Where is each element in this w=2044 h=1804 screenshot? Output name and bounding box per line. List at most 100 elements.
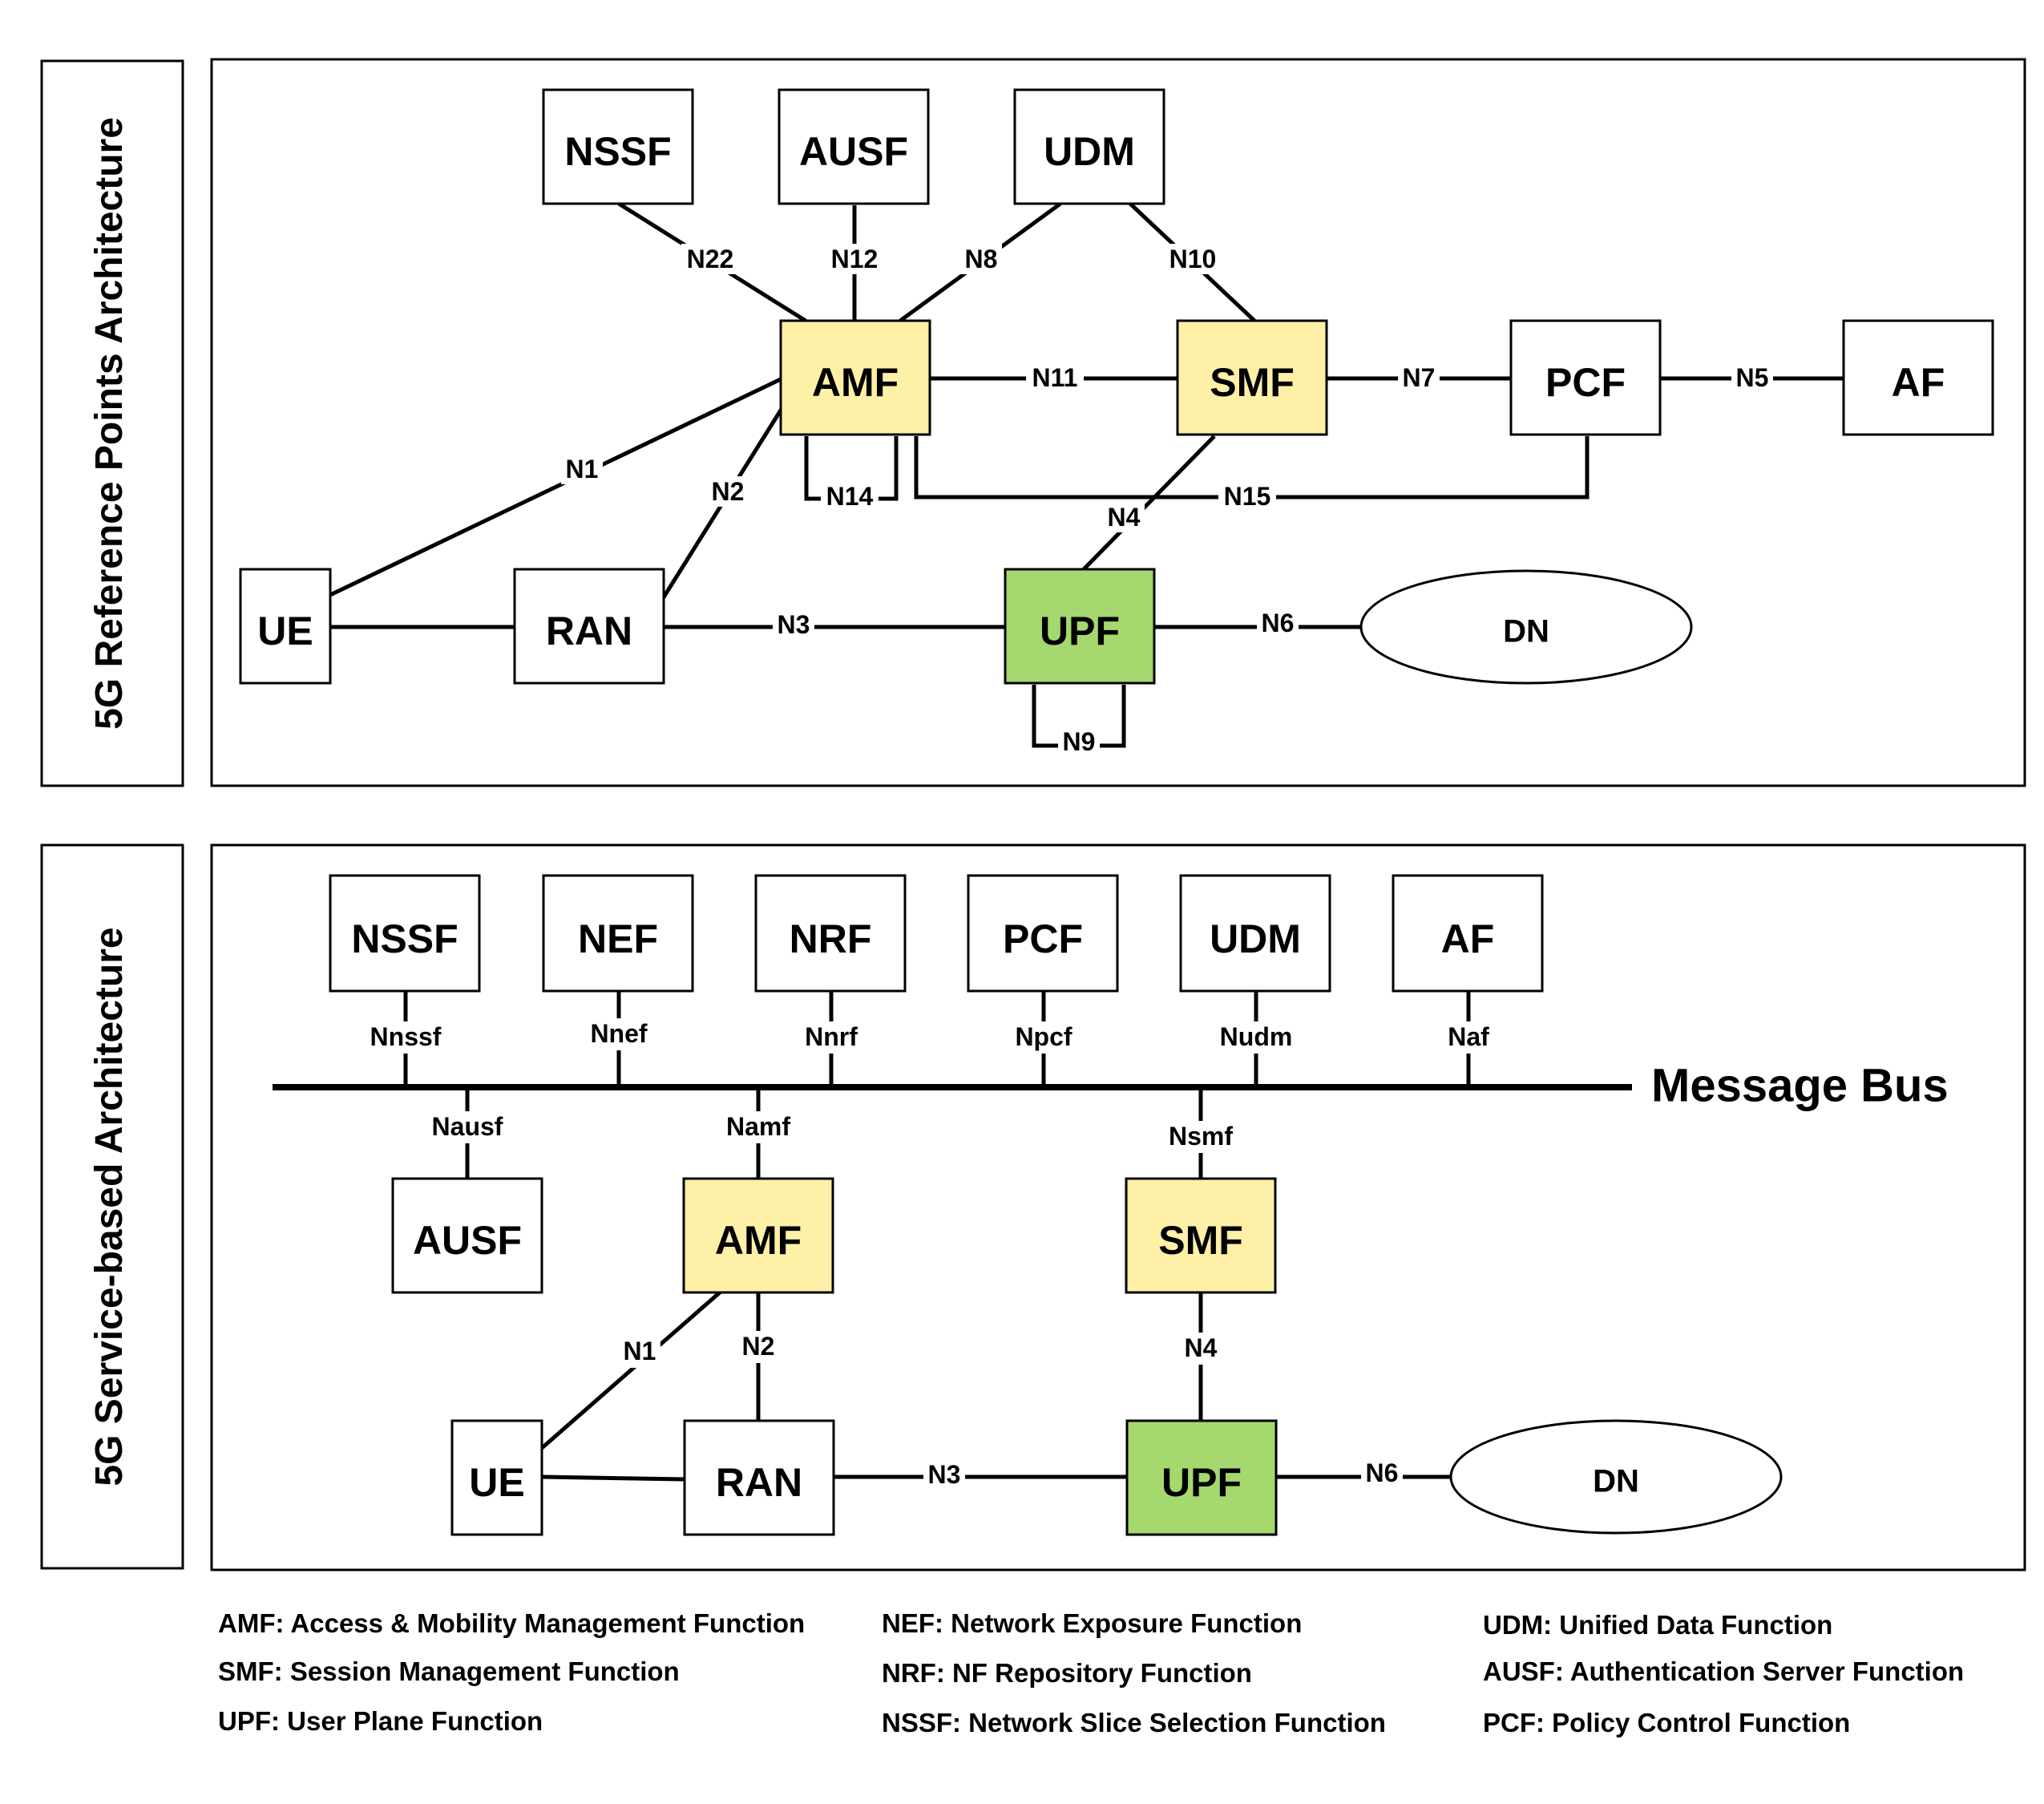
message-bus-label: Message Bus xyxy=(1651,1059,1949,1111)
node-ue-label: UE xyxy=(257,609,313,653)
legend-smf: SMF: Session Management Function xyxy=(218,1656,680,1686)
label-nnef: Nnef xyxy=(590,1019,647,1048)
service-based-title-frame xyxy=(40,843,184,1570)
sb-node-nrf-label: NRF xyxy=(790,916,872,961)
sb-node-ue xyxy=(450,1419,543,1536)
node-ue xyxy=(239,568,332,685)
legend-upf: UPF: User Plane Function xyxy=(218,1706,543,1736)
legend-nrf: NRF: NF Repository Function xyxy=(882,1658,1252,1688)
link-ue-ran xyxy=(541,1474,685,1482)
sb-node-smf xyxy=(1125,1177,1277,1294)
node-dn-label: DN xyxy=(1503,614,1549,649)
label-n6: N6 xyxy=(1262,609,1295,637)
legend-pcf: PCF: Policy Control Function xyxy=(1483,1708,1850,1737)
sb-node-nssf-label: NSSF xyxy=(351,916,458,961)
reference-points-title: 5G Reference Points Architecture xyxy=(88,117,131,730)
label-n6: N6 xyxy=(1366,1458,1399,1487)
service-nodes: NSSF NEF NRF PCF UDM AF AUSF AMF SMF UE … xyxy=(329,874,1783,1536)
sb-node-smf-label: SMF xyxy=(1158,1218,1243,1263)
node-smf-label: SMF xyxy=(1210,360,1295,405)
sb-node-af-label: AF xyxy=(1441,916,1495,961)
sb-node-amf-label: AMF xyxy=(715,1218,802,1263)
sb-node-udm xyxy=(1179,874,1331,993)
node-amf-label: AMF xyxy=(812,360,899,405)
sb-node-dn-label: DN xyxy=(1593,1464,1639,1499)
label-n3: N3 xyxy=(928,1460,961,1489)
sb-node-pcf-label: PCF xyxy=(1003,916,1083,961)
label-n4: N4 xyxy=(1185,1333,1218,1362)
sb-node-af xyxy=(1392,874,1544,993)
label-nnssf: Nnssf xyxy=(370,1022,442,1051)
reference-points-panel: 5G Reference Points Architecture N22 xyxy=(40,58,2026,787)
sb-node-ausf-label: AUSF xyxy=(413,1218,522,1263)
node-smf xyxy=(1176,319,1328,436)
node-pcf xyxy=(1509,319,1662,436)
legend-nef: NEF: Network Exposure Function xyxy=(882,1608,1302,1638)
label-n1: N1 xyxy=(624,1337,656,1365)
sb-node-udm-label: UDM xyxy=(1210,916,1301,961)
label-n7: N7 xyxy=(1403,363,1436,392)
sb-node-ran-label: RAN xyxy=(716,1460,802,1505)
node-pcf-label: PCF xyxy=(1545,360,1626,405)
sb-node-nef xyxy=(542,874,694,993)
node-udm-label: UDM xyxy=(1044,129,1135,174)
label-n14: N14 xyxy=(826,482,874,511)
reference-link-labels: N22 N12 N8 N10 N11 N7 N5 N1 N2 N14 N15 N… xyxy=(561,244,1773,757)
link-n1 xyxy=(540,1291,721,1450)
sb-node-ue-label: UE xyxy=(469,1460,524,1505)
sb-node-nssf xyxy=(329,874,481,993)
sb-node-nef-label: NEF xyxy=(578,916,658,961)
service-links xyxy=(403,991,1471,1482)
label-nsmf: Nsmf xyxy=(1169,1122,1233,1151)
label-n10: N10 xyxy=(1169,245,1217,273)
label-n11: N11 xyxy=(1032,363,1078,392)
node-ausf xyxy=(778,88,930,205)
sb-node-nrf xyxy=(754,874,907,993)
service-based-title: 5G Service-based Architecture xyxy=(88,927,131,1486)
node-ran-label: RAN xyxy=(546,609,632,653)
legend-nssf: NSSF: Network Slice Selection Function xyxy=(882,1708,1386,1737)
label-n15: N15 xyxy=(1224,482,1271,511)
node-ran xyxy=(513,568,665,685)
label-n2: N2 xyxy=(742,1332,775,1361)
node-dn xyxy=(1359,569,1693,685)
sb-node-dn xyxy=(1449,1419,1783,1535)
node-af-label: AF xyxy=(1892,360,1945,405)
link-n4 xyxy=(1081,435,1216,572)
node-amf xyxy=(779,319,931,436)
label-nausf: Nausf xyxy=(432,1112,503,1141)
legend-amf: AMF: Access & Mobility Management Functi… xyxy=(218,1608,805,1638)
service-based-frame xyxy=(210,843,2026,1571)
label-n3: N3 xyxy=(778,610,810,639)
legend: AMF: Access & Mobility Management Functi… xyxy=(218,1608,1964,1737)
sb-node-upf xyxy=(1125,1419,1278,1536)
node-udm xyxy=(1013,88,1165,205)
label-n1: N1 xyxy=(566,455,599,483)
sb-node-ran xyxy=(683,1419,835,1536)
node-nssf-label: NSSF xyxy=(564,129,671,174)
node-upf xyxy=(1004,568,1156,685)
link-n1 xyxy=(329,376,784,597)
node-ausf-label: AUSF xyxy=(799,129,908,174)
label-npcf: Npcf xyxy=(1015,1022,1072,1051)
legend-ausf: AUSF: Authentication Server Function xyxy=(1483,1656,1964,1686)
sb-node-pcf xyxy=(967,874,1119,993)
label-n12: N12 xyxy=(831,245,879,273)
label-n5: N5 xyxy=(1736,363,1769,392)
label-nnrf: Nnrf xyxy=(805,1022,858,1051)
node-nssf xyxy=(542,88,694,205)
label-naf: Naf xyxy=(1448,1022,1489,1051)
sb-node-ausf xyxy=(391,1177,543,1294)
label-n9: N9 xyxy=(1063,727,1096,756)
label-n2: N2 xyxy=(712,477,745,506)
label-namf: Namf xyxy=(726,1112,790,1141)
sb-node-amf xyxy=(682,1177,834,1294)
label-n22: N22 xyxy=(687,245,734,273)
service-link-labels: Nnssf Nnef Nnrf Npcf Nudm Naf Nausf Namf… xyxy=(364,1018,1496,1491)
reference-points-title-frame xyxy=(40,59,184,787)
legend-udm: UDM: Unified Data Function xyxy=(1483,1610,1832,1640)
service-based-panel: 5G Service-based Architecture Message Bu… xyxy=(40,843,2026,1571)
reference-nodes: NSSF AUSF UDM AMF SMF PCF AF UE RAN UPF … xyxy=(239,88,1994,685)
reference-points-frame xyxy=(210,58,2026,787)
